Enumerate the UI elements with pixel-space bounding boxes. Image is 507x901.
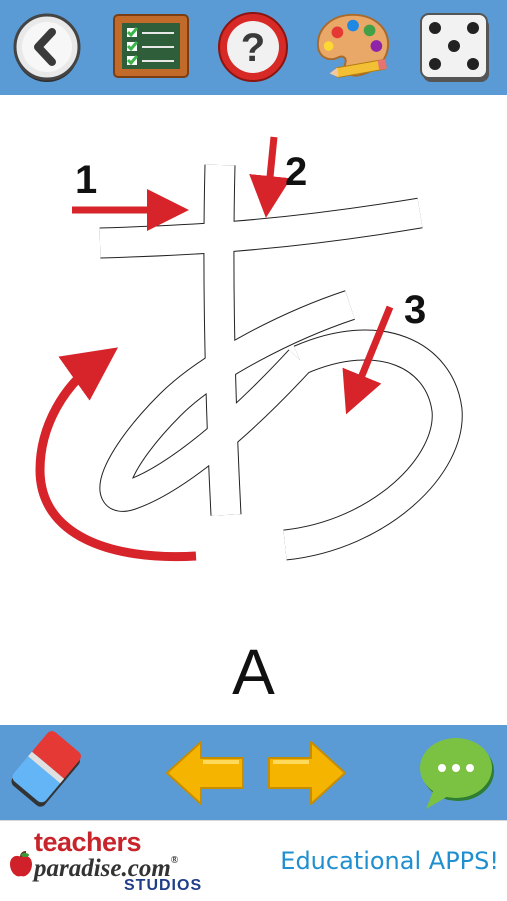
brand-registered-mark: ® bbox=[170, 855, 179, 866]
next-arrow-icon bbox=[268, 741, 346, 805]
help-glyph: ? bbox=[241, 26, 265, 70]
stroke-3b-arrow bbox=[35, 347, 197, 562]
ad-banner[interactable]: teachers paradise.com® STUDIOS Education… bbox=[0, 820, 507, 901]
stroke-3-arrow bbox=[342, 305, 394, 415]
stroke-number-3: 3 bbox=[404, 288, 426, 332]
previous-button[interactable] bbox=[160, 731, 250, 815]
tracing-canvas[interactable]: 1 2 3 bbox=[0, 95, 507, 725]
banner-tagline: Educational APPS! bbox=[280, 847, 499, 875]
paint-palette-icon bbox=[316, 13, 390, 78]
back-button[interactable] bbox=[8, 8, 86, 86]
stroke-number-1: 1 bbox=[75, 158, 97, 202]
brand-studios: STUDIOS bbox=[124, 877, 203, 894]
chat-bubble-icon bbox=[420, 738, 494, 809]
checklist-board-icon bbox=[113, 14, 189, 78]
brand-teachers: teachers bbox=[34, 827, 142, 857]
bottom-toolbar bbox=[0, 725, 507, 820]
previous-arrow-icon bbox=[166, 741, 244, 805]
romaji-label: A bbox=[232, 636, 275, 708]
kana-trace-figure: 1 2 3 bbox=[35, 136, 463, 562]
help-icon: ? bbox=[218, 12, 288, 82]
apple-icon bbox=[10, 851, 32, 877]
chat-button[interactable] bbox=[414, 731, 498, 815]
help-button[interactable]: ? bbox=[214, 8, 292, 86]
checklist-button[interactable] bbox=[112, 8, 190, 86]
stroke-2-arrow bbox=[249, 136, 291, 218]
dice-button[interactable] bbox=[416, 8, 494, 86]
stroke-number-2: 2 bbox=[285, 150, 307, 194]
palette-button[interactable] bbox=[314, 8, 392, 86]
next-button[interactable] bbox=[262, 731, 352, 815]
kana-outline bbox=[99, 164, 463, 561]
top-toolbar: ? bbox=[0, 0, 507, 95]
brand-paradise-text: paradise.com bbox=[34, 855, 171, 882]
stroke-arrows bbox=[35, 136, 394, 562]
back-icon bbox=[13, 13, 81, 82]
eraser-icon bbox=[11, 731, 81, 807]
brand-paradise: paradise.com® bbox=[34, 855, 178, 883]
dice-icon bbox=[420, 13, 489, 82]
eraser-button[interactable] bbox=[6, 731, 90, 815]
